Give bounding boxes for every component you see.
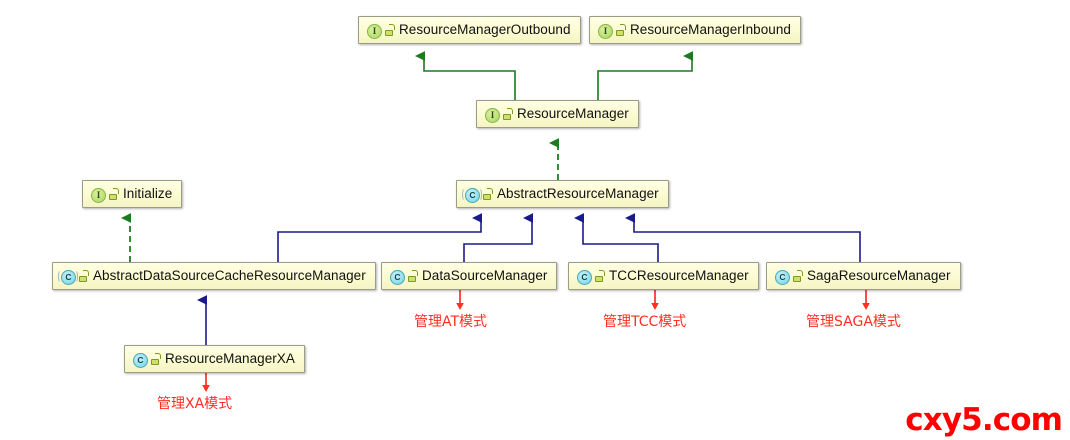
interface-icon: I <box>90 187 106 203</box>
annotation-arrowhead-saga <box>862 303 870 310</box>
class-icon-letter: C <box>390 269 405 285</box>
edge-saga-rm-to-abstract-rm <box>625 213 861 262</box>
class-icon: C <box>132 352 148 368</box>
watermark: cxy5.com <box>905 402 1063 438</box>
edge-rm-to-rm-inbound <box>597 51 694 100</box>
annotation-arrowhead-at <box>456 303 464 310</box>
public-visibility-icon <box>385 24 395 36</box>
interface-icon: I <box>366 23 382 39</box>
node-abstract-datasource-cache-resource-manager[interactable]: C AbstractDataSourceCacheResourceManager <box>52 262 376 290</box>
interface-icon-letter: I <box>91 187 106 203</box>
node-datasource-manager[interactable]: C DataSourceManager <box>381 262 558 290</box>
annotation-saga-mode: 管理SAGA模式 <box>806 314 901 330</box>
node-label: SagaResourceManager <box>807 268 951 284</box>
interface-icon-letter: I <box>485 107 500 123</box>
annotation-arrowhead-xa <box>202 385 210 392</box>
node-tcc-resource-manager[interactable]: C TCCResourceManager <box>568 262 759 290</box>
node-abstract-resource-manager[interactable]: C AbstractResourceManager <box>456 180 669 208</box>
node-label: AbstractResourceManager <box>497 186 659 202</box>
class-icon-letter: C <box>775 269 790 285</box>
node-label: Initialize <box>123 186 173 202</box>
node-resource-manager-inbound[interactable]: I ResourceManagerInbound <box>589 16 801 44</box>
edge-rm-to-rm-outbound <box>415 51 516 100</box>
public-visibility-icon <box>151 353 161 365</box>
abstract-class-icon: C <box>461 187 482 203</box>
node-label: ResourceManagerOutbound <box>399 22 571 38</box>
edge-ds-manager-to-abstract-rm <box>463 213 534 262</box>
class-icon-letter: C <box>61 269 76 285</box>
node-label: AbstractDataSourceCacheResourceManager <box>93 268 366 284</box>
annotation-arrowhead-tcc <box>651 303 659 310</box>
node-resource-manager-xa[interactable]: C ResourceManagerXA <box>124 345 305 373</box>
interface-icon-letter: I <box>367 23 382 39</box>
node-saga-resource-manager[interactable]: C SagaResourceManager <box>766 262 961 290</box>
node-label: TCCResourceManager <box>609 268 749 284</box>
annotation-tcc-mode: 管理TCC模式 <box>603 314 687 330</box>
edge-abstract-ds-cache-to-abstract-rm <box>277 213 483 262</box>
annotation-xa-mode: 管理XA模式 <box>157 396 233 412</box>
class-icon: C <box>389 269 405 285</box>
node-initialize[interactable]: I Initialize <box>82 180 183 208</box>
class-icon-letter: C <box>133 352 148 368</box>
public-visibility-icon <box>793 270 803 282</box>
interface-icon-letter: I <box>598 23 613 39</box>
node-resource-manager-outbound[interactable]: I ResourceManagerOutbound <box>358 16 581 44</box>
class-icon: C <box>774 269 790 285</box>
class-icon-letter: C <box>465 187 480 203</box>
abstract-class-icon: C <box>57 269 78 285</box>
node-resource-manager[interactable]: I ResourceManager <box>476 100 639 128</box>
interface-icon: I <box>484 107 500 123</box>
interface-icon: I <box>597 23 613 39</box>
node-label: ResourceManagerInbound <box>630 22 791 38</box>
annotation-at-mode: 管理AT模式 <box>414 314 488 330</box>
public-visibility-icon <box>79 270 89 282</box>
public-visibility-icon <box>483 188 493 200</box>
node-label: ResourceManagerXA <box>165 351 295 367</box>
public-visibility-icon <box>595 270 605 282</box>
public-visibility-icon <box>109 188 119 200</box>
edge-tcc-rm-to-abstract-rm <box>574 213 659 262</box>
class-icon: C <box>576 269 592 285</box>
class-icon-letter: C <box>577 269 592 285</box>
node-label: DataSourceManager <box>422 268 548 284</box>
public-visibility-icon <box>408 270 418 282</box>
public-visibility-icon <box>503 108 513 120</box>
public-visibility-icon <box>616 24 626 36</box>
node-label: ResourceManager <box>517 106 629 122</box>
